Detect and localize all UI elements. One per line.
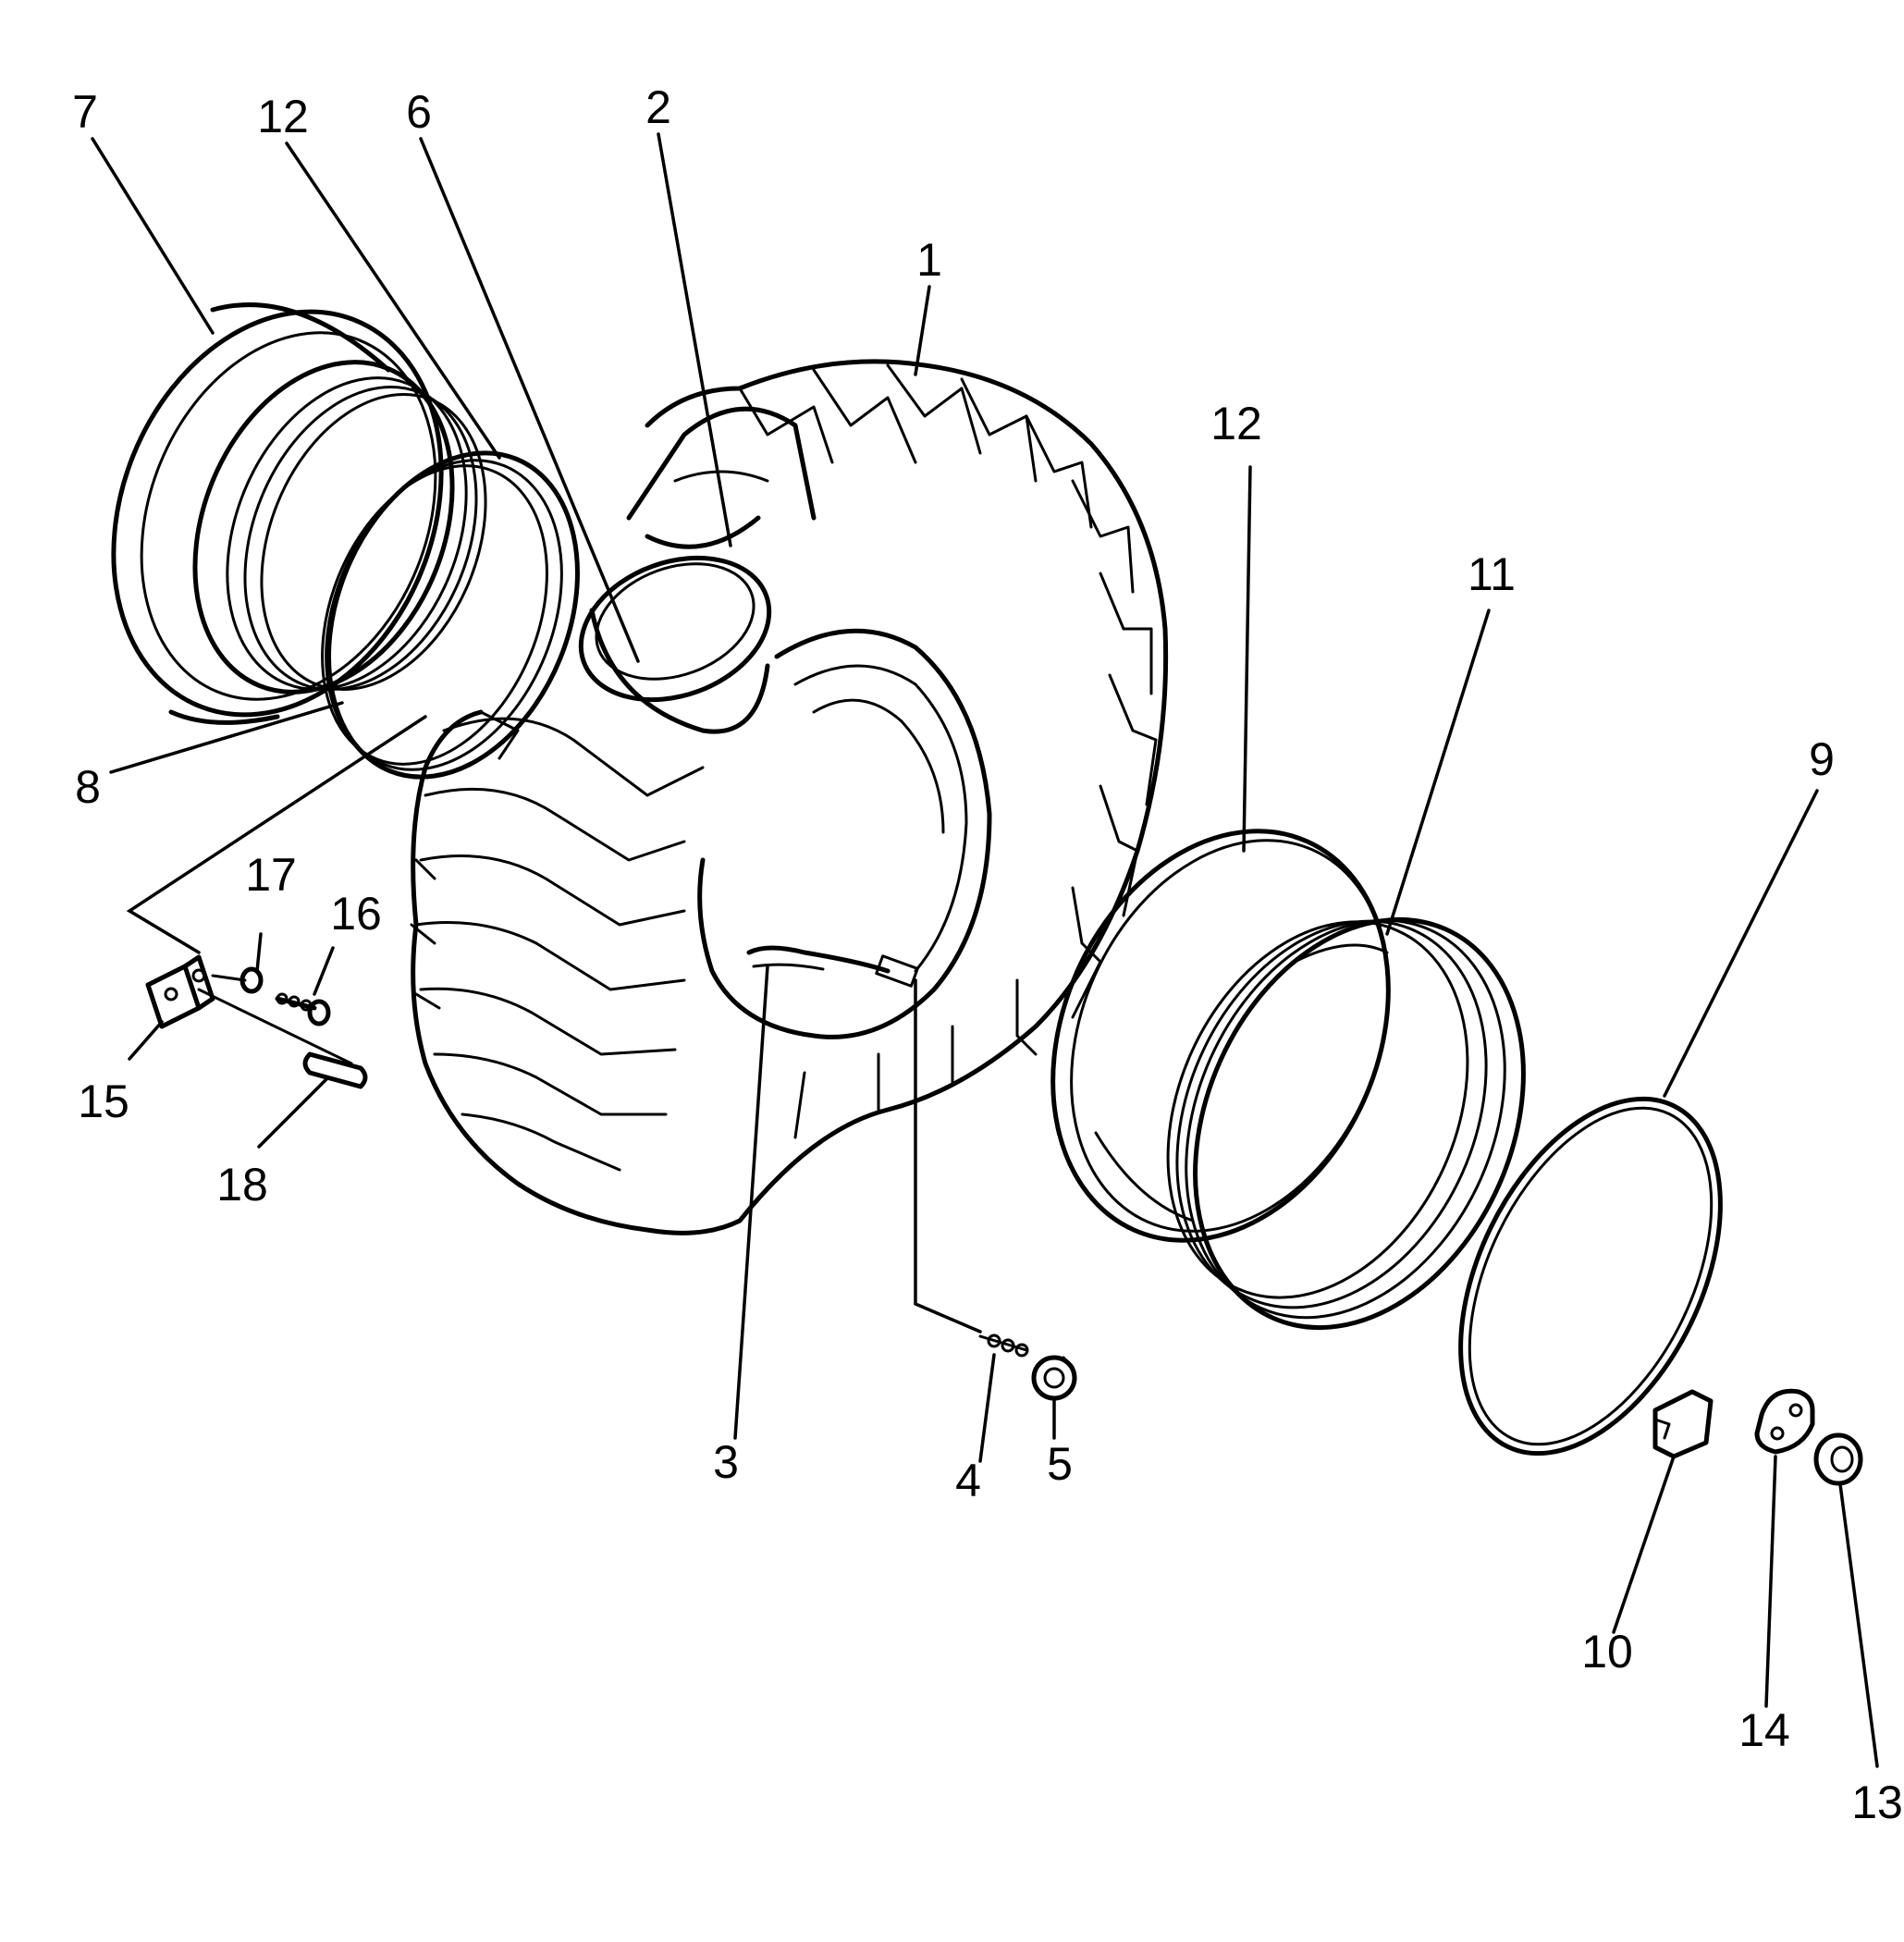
callout-18: 18 xyxy=(216,1159,268,1211)
callout-3: 3 xyxy=(713,1436,739,1488)
callout-2: 2 xyxy=(645,81,671,133)
lock-ring-left-part xyxy=(321,450,580,780)
snap-ring-part xyxy=(1458,1096,1723,1456)
tube-and-flap-part xyxy=(578,406,817,734)
callout-9: 9 xyxy=(1809,733,1835,785)
callout-11: 11 xyxy=(1468,548,1516,600)
callout-8: 8 xyxy=(75,761,101,813)
side-ring-part xyxy=(1166,916,1526,1331)
callout-5: 5 xyxy=(1047,1438,1073,1490)
callout-labels: 1 2 3 4 5 6 7 8 9 10 11 12 12 13 14 15 1… xyxy=(72,81,1903,1828)
callout-10: 10 xyxy=(1581,1626,1633,1678)
rim-part xyxy=(111,302,487,725)
lock-ring-right-part xyxy=(1050,829,1391,1243)
valve-assembly xyxy=(746,945,1077,1401)
callout-1: 1 xyxy=(916,234,942,286)
callout-17: 17 xyxy=(245,849,297,901)
clamp-parts xyxy=(145,954,368,1089)
callout-15: 15 xyxy=(78,1075,129,1127)
callout-14: 14 xyxy=(1738,1704,1790,1756)
tire-part xyxy=(410,359,1169,1235)
callout-6: 6 xyxy=(406,86,432,138)
lock-hardware-parts xyxy=(1652,1388,1863,1486)
callout-16: 16 xyxy=(330,888,382,940)
callout-13: 13 xyxy=(1851,1776,1903,1828)
callout-12-right: 12 xyxy=(1210,398,1262,449)
leader-lines xyxy=(91,132,1879,1768)
callout-7: 7 xyxy=(72,86,98,138)
callout-12-left: 12 xyxy=(257,91,309,142)
callout-4: 4 xyxy=(955,1455,981,1506)
